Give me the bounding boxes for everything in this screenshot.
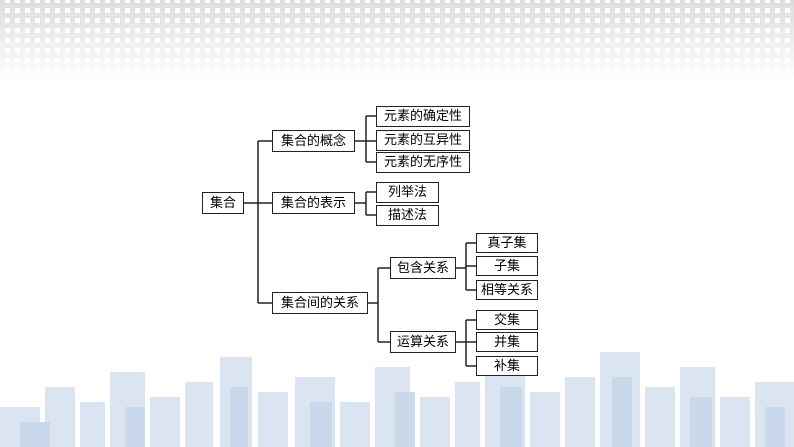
- node-element-definiteness: 元素的确定性: [376, 106, 470, 127]
- node-operation-relation: 运算关系: [390, 331, 456, 353]
- node-subset: 子集: [476, 256, 538, 276]
- node-complement: 补集: [476, 356, 538, 376]
- node-description-method: 描述法: [376, 205, 439, 226]
- node-set-representation: 集合的表示: [272, 192, 355, 214]
- node-intersection: 交集: [476, 310, 538, 330]
- node-set-relations: 集合间的关系: [272, 292, 368, 314]
- node-enumeration-method: 列举法: [376, 182, 439, 203]
- node-element-distinctness: 元素的互异性: [376, 130, 470, 151]
- node-proper-subset: 真子集: [476, 233, 538, 253]
- node-set-concept: 集合的概念: [272, 130, 355, 152]
- node-inclusion-relation: 包含关系: [390, 257, 456, 279]
- node-union: 并集: [476, 332, 538, 352]
- node-equality-relation: 相等关系: [476, 280, 538, 300]
- root-node-set: 集合: [202, 192, 244, 214]
- node-element-unorderedness: 元素的无序性: [376, 152, 470, 173]
